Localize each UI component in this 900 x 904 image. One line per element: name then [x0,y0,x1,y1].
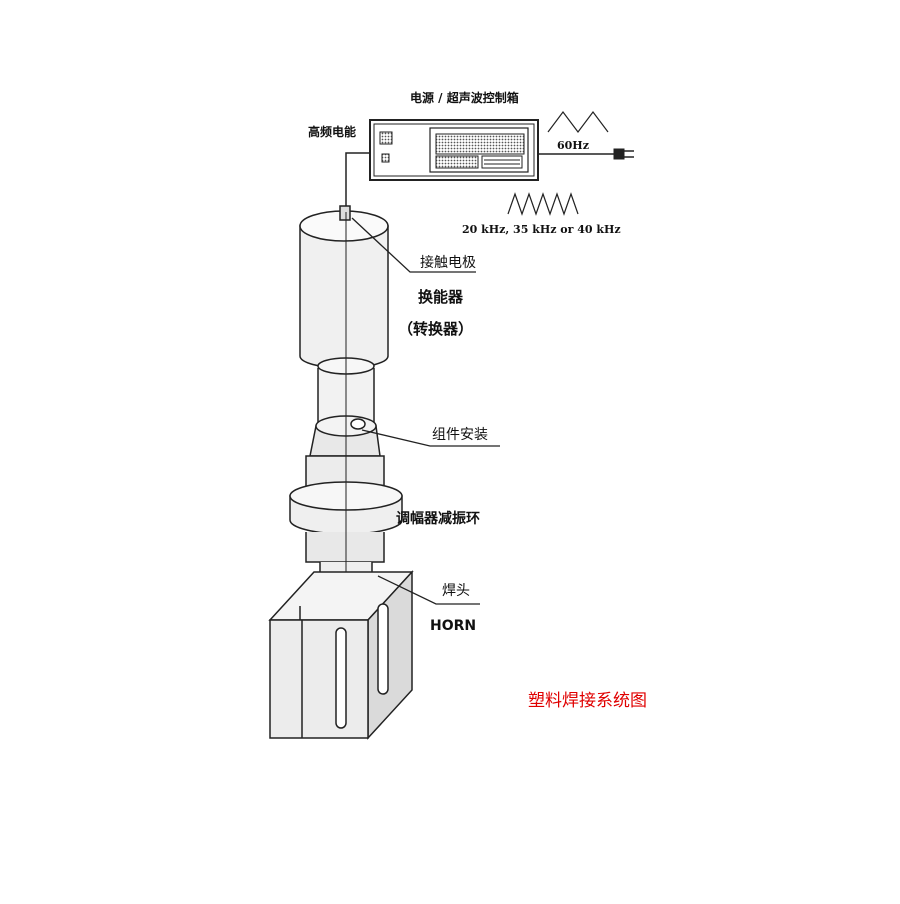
leader-lines [351,217,500,605]
horn-label-cn: 焊头 [442,583,470,599]
mount-hole [350,418,366,430]
leader-contact-electrode [351,217,476,273]
horn-slot-2 [377,603,389,695]
booster-ring-label: 调幅器减振环 [396,511,480,527]
high-frequency-cable [345,152,370,212]
converter-label: （转换器） [398,320,474,338]
transducer-label: 换能器 [418,288,464,306]
line-frequency-label: 60Hz [557,139,589,152]
contact-electrode-label: 接触电极 [420,255,476,271]
leader-assembly-mount [361,429,500,447]
contact-electrode-post [339,205,351,221]
plug-icon [613,148,625,160]
output-frequency-label: 20 kHz, 35 kHz or 40 kHz [462,223,621,236]
horn [268,570,414,740]
diagram-caption: 塑料焊接系统图 [528,691,647,711]
leader-horn [377,575,480,605]
booster-upper [309,357,381,457]
line-frequency-wave-icon [547,111,609,133]
hf-power-label: 高频电能 [308,125,357,139]
horn-label-en: HORN [430,618,477,634]
power-cable [538,148,634,160]
control-box-label: 电源 / 超声波控制箱 [410,91,519,105]
horn-slot-1 [335,627,347,729]
indicator-small [381,153,390,163]
indicator-square [379,131,393,145]
control-box [369,119,539,181]
display-panel [429,127,529,173]
booster-body [289,455,403,599]
transducer [299,205,389,369]
assembly-mount-label: 组件安装 [432,427,488,443]
high-frequency-wave-icon [507,192,579,216]
